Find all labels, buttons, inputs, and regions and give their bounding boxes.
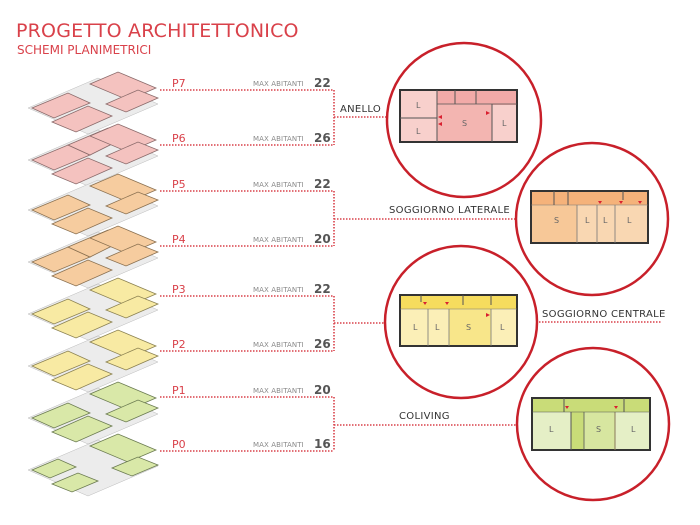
plan-coliving: L S L bbox=[531, 397, 651, 451]
max-abitanti-value-p1: 20 bbox=[314, 383, 331, 397]
svg-text:L: L bbox=[502, 119, 507, 128]
floor-plate-p3 bbox=[27, 277, 160, 341]
svg-text:S: S bbox=[596, 425, 601, 434]
max-abitanti-label: MAX ABITANTI bbox=[253, 80, 304, 88]
floor-plate-p1 bbox=[27, 381, 160, 445]
svg-text:L: L bbox=[603, 216, 608, 225]
svg-text:L: L bbox=[627, 216, 632, 225]
max-abitanti-value-p7: 22 bbox=[314, 76, 331, 90]
max-abitanti-value-p2: 26 bbox=[314, 337, 331, 351]
svg-text:L: L bbox=[500, 323, 505, 332]
typology-label-soggiorno-centrale: SOGGIORNO CENTRALE bbox=[542, 309, 666, 320]
svg-text:L: L bbox=[416, 127, 421, 136]
leader-lines bbox=[160, 89, 662, 452]
level-label-p2: P2 bbox=[172, 338, 186, 351]
level-label-p3: P3 bbox=[172, 283, 186, 296]
floor-plate-p7 bbox=[27, 71, 160, 135]
svg-text:S: S bbox=[554, 216, 559, 225]
level-label-p5: P5 bbox=[172, 178, 186, 191]
svg-text:L: L bbox=[416, 101, 421, 110]
typology-label-soggiorno-laterale: SOGGIORNO LATERALE bbox=[389, 205, 510, 216]
floor-plate-p4 bbox=[27, 225, 160, 289]
max-abitanti-label: MAX ABITANTI bbox=[253, 286, 304, 294]
max-abitanti-label: MAX ABITANTI bbox=[253, 135, 304, 143]
floor-plate-p6 bbox=[27, 123, 160, 187]
detail-circles bbox=[383, 41, 671, 502]
plan-soggiorno-laterale: S L L L bbox=[530, 190, 649, 244]
level-label-p0: P0 bbox=[172, 438, 186, 451]
level-label-p1: P1 bbox=[172, 384, 186, 397]
max-abitanti-value-p6: 26 bbox=[314, 131, 331, 145]
svg-text:L: L bbox=[631, 425, 636, 434]
floor-plate-p5 bbox=[27, 173, 160, 237]
typology-label-coliving: COLIVING bbox=[399, 411, 450, 422]
plan-soggiorno-centrale: L L S L bbox=[399, 294, 518, 347]
svg-text:L: L bbox=[585, 216, 590, 225]
level-label-p7: P7 bbox=[172, 77, 186, 90]
svg-text:S: S bbox=[466, 323, 471, 332]
page-title: PROGETTO ARCHITETTONICO bbox=[16, 20, 299, 42]
floor-plate-p0 bbox=[27, 433, 160, 497]
max-abitanti-label: MAX ABITANTI bbox=[253, 387, 304, 395]
svg-text:L: L bbox=[435, 323, 440, 332]
max-abitanti-label: MAX ABITANTI bbox=[253, 236, 304, 244]
max-abitanti-value-p5: 22 bbox=[314, 177, 331, 191]
svg-text:S: S bbox=[462, 119, 467, 128]
max-abitanti-label: MAX ABITANTI bbox=[253, 181, 304, 189]
plan-anello: L L S L bbox=[399, 89, 518, 143]
floor-plate-p2 bbox=[27, 329, 160, 393]
max-abitanti-value-p3: 22 bbox=[314, 282, 331, 296]
level-label-p6: P6 bbox=[172, 132, 186, 145]
svg-text:L: L bbox=[413, 323, 418, 332]
max-abitanti-value-p4: 20 bbox=[314, 232, 331, 246]
page-subtitle: SCHEMI PLANIMETRICI bbox=[17, 43, 152, 57]
max-abitanti-label: MAX ABITANTI bbox=[253, 441, 304, 449]
max-abitanti-value-p0: 16 bbox=[314, 437, 331, 451]
level-label-p4: P4 bbox=[172, 233, 186, 246]
max-abitanti-label: MAX ABITANTI bbox=[253, 341, 304, 349]
typology-label-anello: ANELLO bbox=[340, 104, 382, 115]
floor-stack bbox=[27, 71, 160, 497]
svg-text:L: L bbox=[549, 425, 554, 434]
